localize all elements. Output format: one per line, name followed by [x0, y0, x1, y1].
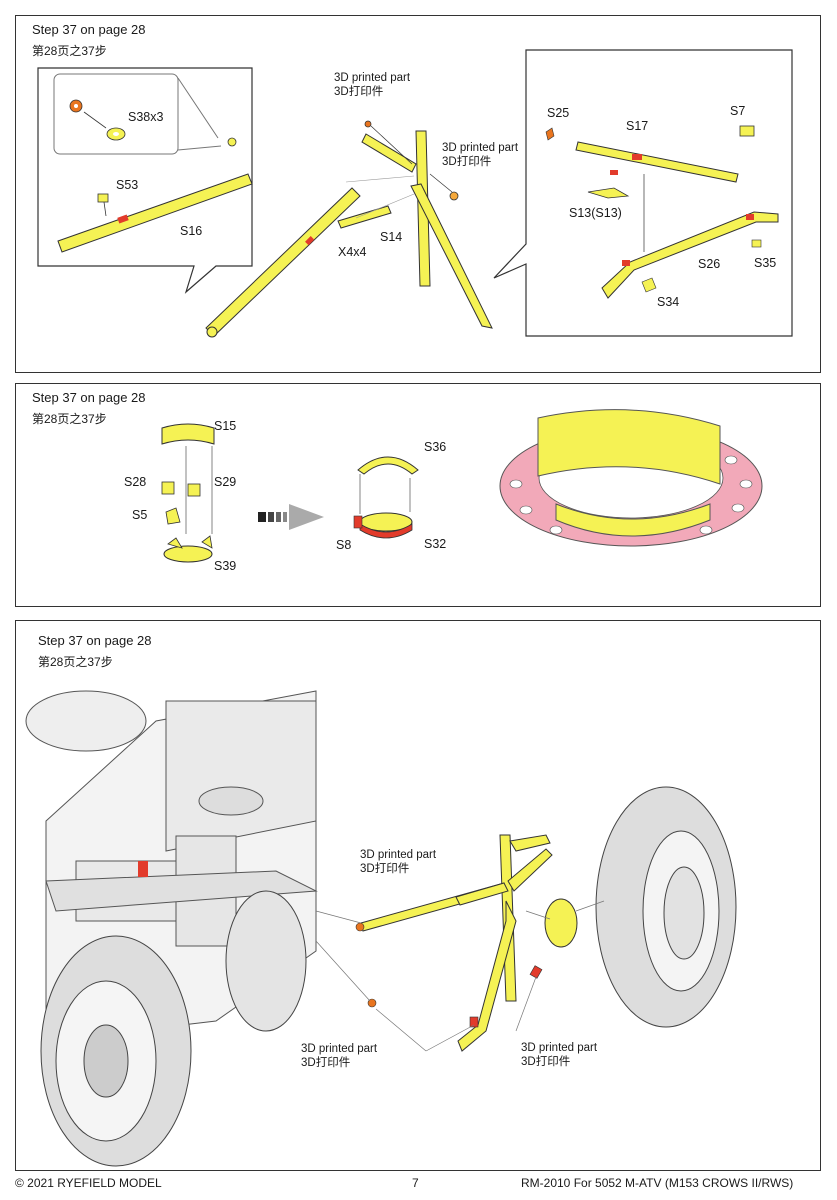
s36-ring	[357, 456, 419, 475]
label-s26: S26	[698, 257, 721, 271]
yellow-cylinder	[537, 409, 721, 485]
label-x4: X4x4	[338, 245, 367, 259]
step-title: Step 37 on page 28	[32, 390, 146, 405]
arrow-right	[289, 504, 324, 530]
label-s16: S16	[180, 224, 203, 238]
label-s8: S8	[336, 538, 352, 552]
label-s32: S32	[424, 537, 447, 551]
label-s15: S15	[214, 419, 237, 433]
printed-part-en: 3D printed part	[360, 849, 437, 861]
step-title: Step 37 on page 28	[32, 22, 146, 37]
printed-part-en: 3D printed part	[521, 1042, 598, 1054]
s34-part	[641, 277, 657, 293]
s28-part	[161, 481, 175, 495]
step-title: Step 37 on page 28	[38, 633, 152, 648]
label-s39: S39	[214, 559, 237, 573]
printed-part-label-a: 3D printed part 3D打印件	[360, 848, 436, 876]
panel2-drawing	[161, 409, 763, 563]
printed-part-cn: 3D打印件	[301, 1057, 351, 1069]
printed-part-en: 3D printed part	[334, 72, 411, 84]
printed-part-cn: 3D打印件	[521, 1056, 571, 1068]
tripod-arm	[361, 133, 417, 173]
tripod-leg	[410, 183, 493, 329]
footer-copyright: © 2021 RYEFIELD MODEL	[15, 1176, 162, 1190]
callout-bubble-right	[493, 49, 793, 337]
s15-band	[161, 423, 215, 445]
red-mount-marker	[138, 861, 148, 877]
spare-tire	[595, 786, 737, 1028]
label-s35: S35	[754, 256, 777, 270]
s14-part	[337, 205, 392, 229]
panel3-drawing	[25, 690, 737, 1167]
printed-part-cn: 3D打印件	[360, 863, 410, 875]
front-tire	[40, 935, 192, 1167]
panel1-drawing	[37, 49, 793, 338]
s16-rail	[57, 173, 253, 253]
spare-tire-mount-frame	[360, 834, 553, 1052]
panel-step-37-parts: Step 37 on page 28 第28页之37步	[15, 15, 821, 373]
step-subtitle: 第28页之37步	[38, 655, 113, 669]
s7-part	[739, 125, 755, 137]
callout-inner-box	[53, 73, 179, 155]
printed-part-en: 3D printed part	[301, 1043, 378, 1055]
label-s14: S14	[380, 230, 403, 244]
panel-step-37-installation: Step 37 on page 28 第28页之37步	[15, 620, 821, 1171]
s17-part	[575, 141, 739, 183]
label-s17: S17	[626, 119, 649, 133]
step-subtitle: 第28页之37步	[32, 44, 107, 58]
s5-part	[165, 507, 181, 525]
printed-part-en: 3D printed part	[442, 142, 519, 154]
rear-tire	[225, 890, 307, 1032]
label-s13: S13(S13)	[569, 206, 622, 220]
label-s25: S25	[547, 106, 570, 120]
footer-product: RM-2010 For 5052 M-ATV (M153 CROWS II/RW…	[521, 1176, 794, 1190]
label-s53: S53	[116, 178, 139, 192]
printed-part-cn: 3D打印件	[334, 86, 384, 98]
s35-part	[751, 239, 762, 248]
s26-part	[601, 211, 779, 299]
label-s5: S5	[132, 508, 148, 522]
s29-part	[187, 483, 201, 497]
step-subtitle: 第28页之37步	[32, 412, 107, 426]
s13-part	[587, 187, 630, 199]
printed-part-label-mid: 3D printed part 3D打印件	[442, 141, 518, 169]
printed-part-cn: 3D打印件	[442, 156, 492, 168]
label-s34: S34	[657, 295, 680, 309]
label-s36: S36	[424, 440, 447, 454]
s53-part	[97, 193, 109, 203]
panel-step-37-ring: Step 37 on page 28 第28页之37步	[15, 383, 821, 607]
label-s28: S28	[124, 475, 147, 489]
label-s29: S29	[214, 475, 237, 489]
s8-part	[353, 515, 363, 529]
footer-page-number: 7	[412, 1176, 419, 1190]
s25-part	[545, 127, 555, 141]
hub-plate	[544, 898, 578, 948]
printed-part-label-b: 3D printed part 3D打印件	[301, 1042, 377, 1070]
label-s7: S7	[730, 104, 746, 118]
printed-part-label-c: 3D printed part 3D打印件	[521, 1041, 597, 1069]
s39-base	[163, 545, 213, 563]
printed-part-label-top: 3D printed part 3D打印件	[334, 71, 410, 99]
s32-red-band	[359, 523, 413, 539]
label-s38: S38x3	[128, 110, 164, 124]
